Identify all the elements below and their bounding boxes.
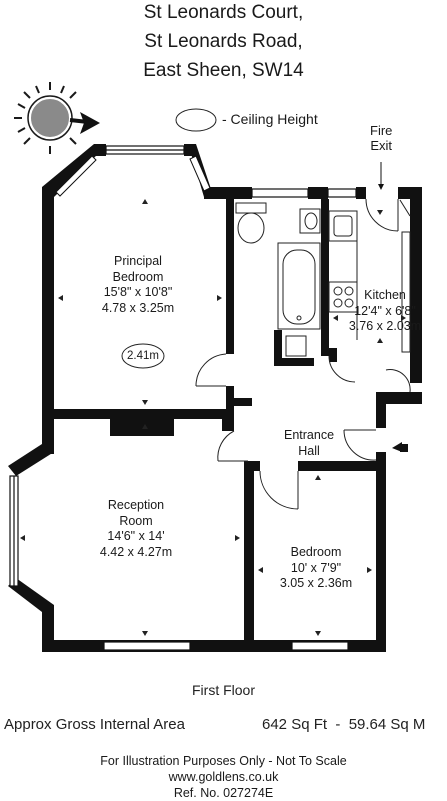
principal-bedroom-name-2: Bedroom: [112, 269, 164, 284]
bay-window-panes: [55, 155, 211, 197]
bathroom-fittings: [235, 202, 321, 357]
entrance-hall-name-2: Hall: [298, 443, 320, 458]
principal-bedroom-imperial: 15'8" x 10'8": [103, 285, 173, 299]
dimension-ticks: [20, 199, 406, 636]
principal-bedroom-name-1: Principal: [114, 254, 162, 268]
entrance-hall-label: Entrance Hall: [284, 428, 334, 459]
principal-bedroom-label: Principal Bedroom 15'8" x 10'8" 4.78 x 3…: [102, 254, 174, 316]
reception-room-name-1: Reception: [107, 498, 165, 512]
reception-room-imperial: 14'6" x 14': [107, 529, 165, 543]
fire-exit-line-2: Exit: [370, 138, 393, 153]
fire-exit-label: Fire Exit: [370, 123, 392, 153]
bedroom-imperial: 10' x 7'9": [290, 560, 342, 575]
bedroom-name: Bedroom: [290, 545, 342, 559]
fire-exit-line-1: Fire: [370, 123, 393, 138]
ceiling-height-legend-icon: [175, 108, 217, 132]
compass-logo-icon: [14, 82, 100, 154]
ceiling-height-value: 2.41m: [127, 350, 159, 362]
walls: [8, 144, 422, 652]
reception-room-metric: 4.42 x 4.27m: [99, 544, 173, 559]
kitchen-fittings: [328, 210, 411, 353]
address-line-1: St Leonards Court,: [143, 2, 304, 23]
entrance-arrow-icon: [392, 442, 402, 452]
kitchen-imperial: 12'4" x 6'8": [354, 303, 416, 318]
doors: [195, 198, 411, 510]
entrance-hall-name-1: Entrance: [283, 428, 335, 442]
reference-number: Ref. No. 027274E: [173, 786, 274, 800]
principal-bedroom-metric: 4.78 x 3.25m: [101, 300, 175, 315]
area-value: 642 Sq Ft - 59.64 Sq M: [262, 716, 426, 733]
bedroom-metric: 3.05 x 2.36m: [279, 576, 353, 590]
address-line-3: East Sheen, SW14: [143, 60, 304, 81]
kitchen-label: Kitchen 12'4" x 6'8" 3.76 x 2.03m: [349, 288, 421, 335]
reception-room-label: Reception Room 14'6" x 14' 4.42 x 4.27m: [100, 498, 172, 560]
address-line-2: St Leonards Road,: [144, 31, 303, 52]
ceiling-height-legend-label: - Ceiling Height: [222, 111, 318, 127]
disclaimer-text: For Illustration Purposes Only - Not To …: [100, 754, 347, 768]
bedroom-label: Bedroom 10' x 7'9" 3.05 x 2.36m: [280, 545, 352, 592]
reception-room-name-2: Room: [119, 513, 153, 528]
ceiling-height-marker-icon: [121, 343, 165, 369]
website-text: www.goldlens.co.uk: [168, 770, 279, 784]
windows: [9, 145, 357, 651]
floor-label: First Floor: [192, 682, 255, 698]
kitchen-name: Kitchen: [364, 288, 406, 302]
kitchen-metric: 3.76 x 2.03m: [348, 319, 422, 333]
area-label: Approx Gross Internal Area: [4, 716, 185, 733]
